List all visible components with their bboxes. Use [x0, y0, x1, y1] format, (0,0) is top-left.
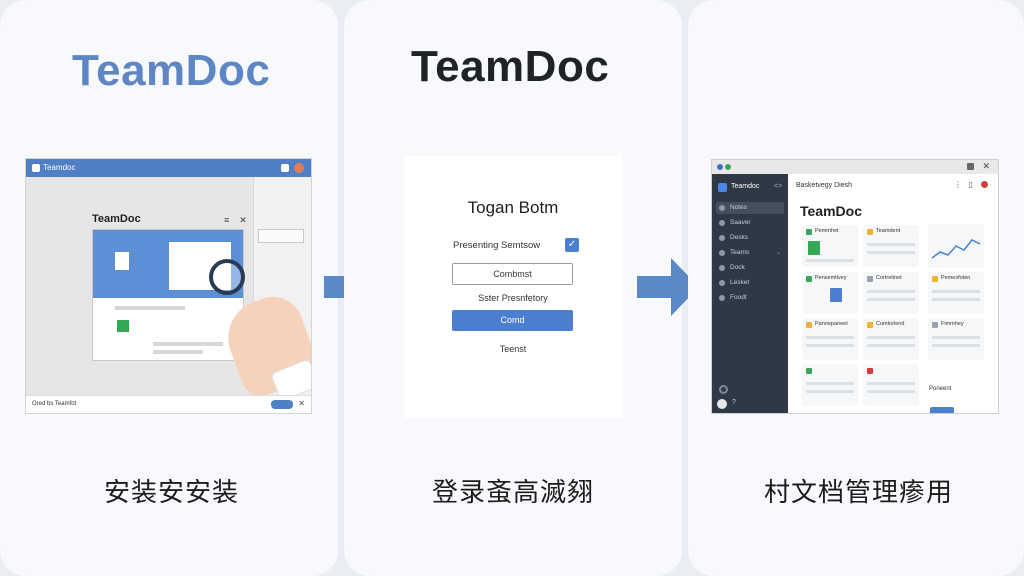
installer-window: [92, 229, 244, 361]
dialog-close-icon[interactable]: ≡ ✕: [224, 215, 247, 225]
doc-card[interactable]: [802, 364, 858, 406]
step-caption-login: 登录蚉高滅翗: [432, 477, 595, 507]
nav-icon: [719, 205, 725, 211]
nav-icon: [719, 265, 725, 271]
app-logo-icon: [718, 183, 727, 192]
doc-card[interactable]: Cortretinet: [863, 272, 919, 314]
window-titlebar: ✕: [712, 160, 998, 174]
close-icon[interactable]: ✕: [982, 161, 990, 171]
sidebar-item-saaver[interactable]: Saaver: [716, 217, 784, 229]
doc-card[interactable]: Cumtorlend: [863, 318, 919, 360]
login-screenshot: Togan Botm Presenting Semtsow ✓ Combmst …: [404, 156, 622, 418]
top-icons: ⋮ ▯: [954, 180, 988, 189]
arrow-right-icon: [637, 258, 699, 316]
window-dot-icon: [717, 164, 723, 170]
side-panel-item[interactable]: [258, 229, 304, 243]
app-name: Teamdoc: [731, 183, 760, 190]
doc-icon: [806, 276, 812, 282]
bottom-label: Poneent: [929, 386, 952, 392]
file-icon: [830, 288, 842, 302]
help-icon[interactable]: ?: [732, 399, 736, 406]
status-bar: Ored bs Teamfot ✕: [26, 395, 311, 413]
dashboard-screenshot: ✕ Teamdoc <> Notes Saaver Desks Teams⌄ D…: [711, 159, 999, 414]
doc-card[interactable]: Pemesfoten: [928, 272, 984, 314]
login-button[interactable]: Comd: [452, 310, 573, 331]
magnifier-icon: [209, 259, 245, 295]
sidebar-item-teams[interactable]: Teams⌄: [716, 247, 784, 259]
collapse-icon[interactable]: <>: [774, 183, 783, 190]
doc-icon: [932, 322, 938, 328]
doc-card[interactable]: Teamdent: [863, 225, 919, 267]
page-title: TeamDoc: [800, 203, 862, 219]
chevron-down-icon: ⌄: [775, 250, 781, 256]
nav-icon: [719, 235, 725, 241]
status-text: Ored bs Teamfot: [32, 401, 77, 407]
doc-card[interactable]: Fimmhey: [928, 318, 984, 360]
dialog-title: TeamDoc: [92, 213, 141, 225]
breadcrumb: Basketvegy Diesh: [796, 182, 853, 189]
notification-icon[interactable]: [281, 164, 289, 172]
sidebar-item-notes[interactable]: Notes: [716, 202, 784, 214]
sidebar-item-dock[interactable]: Dock: [716, 262, 784, 274]
nav-icon: [719, 295, 725, 301]
avatar[interactable]: [294, 163, 304, 173]
login-title: Togan Botm: [467, 198, 559, 217]
footer-link[interactable]: Teenst: [499, 344, 527, 354]
app-logo-icon: [32, 164, 40, 172]
doc-icon: [806, 229, 812, 235]
sidebar-item-foodt[interactable]: Foodt: [716, 292, 784, 304]
doc-icon: [867, 229, 873, 235]
nav-icon: [719, 220, 725, 226]
brand-title-step2: TeamDoc: [411, 42, 610, 91]
step-caption-manage: 村文档管理瘆用: [764, 477, 954, 507]
alert-icon[interactable]: [981, 181, 988, 189]
brand-title-step1: TeamDoc: [72, 46, 271, 95]
install-screenshot: Teamdoc TeamDoc ≡ ✕ Ored bs Teamfot ✕: [25, 158, 312, 414]
sidebar-item-desks[interactable]: Desks: [716, 232, 784, 244]
sheet-icon: [808, 241, 820, 255]
doc-card[interactable]: Pensemtivey: [802, 272, 858, 314]
activity-chart: [928, 224, 984, 268]
remember-label: Presenting Semtsow: [453, 240, 541, 251]
install-button[interactable]: [271, 400, 293, 409]
remember-checkbox[interactable]: ✓: [565, 238, 579, 252]
account-input[interactable]: Combmst: [452, 263, 573, 285]
window-icon[interactable]: ▯: [968, 180, 973, 189]
more-icon[interactable]: ⋮: [953, 180, 962, 189]
app-title: Teamdoc: [43, 163, 76, 172]
step-caption-install: 安装安安装: [104, 477, 240, 507]
app-titlebar: Teamdoc: [26, 159, 311, 177]
sidebar-item-lesket[interactable]: Lesket: [716, 277, 784, 289]
doc-card[interactable]: Pemmhet: [802, 225, 858, 267]
doc-icon: [867, 276, 873, 282]
doc-icon: [867, 322, 873, 328]
spreadsheet-icon: [117, 320, 129, 332]
avatar[interactable]: [717, 399, 727, 409]
gear-icon[interactable]: [719, 385, 728, 394]
sidebar: Teamdoc <> Notes Saaver Desks Teams⌄ Doc…: [712, 174, 788, 413]
maximize-icon[interactable]: [967, 163, 974, 170]
doc-card[interactable]: Pannepaneet: [802, 318, 858, 360]
doc-icon: [932, 276, 938, 282]
document-icon: [115, 252, 129, 270]
login-link[interactable]: Sster Presnfetory: [478, 293, 548, 303]
nav-icon: [719, 250, 725, 256]
action-button[interactable]: [930, 407, 954, 413]
doc-card[interactable]: [863, 364, 919, 406]
close-icon[interactable]: ✕: [298, 399, 305, 408]
nav-icon: [719, 280, 725, 286]
window-dot-icon: [725, 164, 731, 170]
doc-icon: [806, 322, 812, 328]
